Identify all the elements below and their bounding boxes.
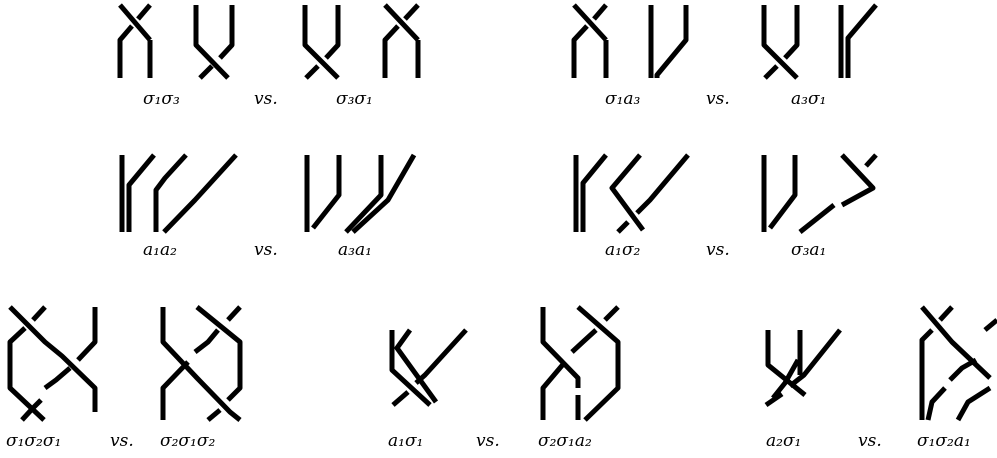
braid-diagram-right — [761, 3, 878, 80]
relation-label-right: σ₃σ₁ — [336, 89, 373, 109]
braid-diagram-left — [573, 153, 690, 234]
braid-diagram-right — [302, 3, 421, 80]
relation-3: a₁σ₂ vs. σ₃a₁ — [573, 153, 878, 260]
vs-label: vs. — [476, 431, 500, 451]
vs-label: vs. — [706, 240, 730, 260]
vs-label: vs. — [254, 240, 278, 260]
braid-diagram-left — [117, 3, 235, 80]
vs-label: vs. — [254, 89, 278, 109]
relation-2: a₁a₂ vs. a₃a₁ — [119, 153, 417, 260]
relation-1: σ₁a₃ vs. a₃σ₁ — [571, 3, 878, 109]
braid-diagram-right — [761, 153, 878, 234]
relation-label-left: a₂σ₁ — [766, 431, 801, 451]
braid-diagram-left — [571, 3, 689, 78]
relation-label-left: σ₁σ₃ — [143, 89, 180, 109]
vs-label: vs. — [110, 431, 134, 451]
braid-diagram-right — [304, 153, 417, 234]
relation-label-left: a₁σ₂ — [605, 240, 641, 260]
relation-label-right: a₃σ₁ — [791, 89, 826, 109]
relation-label-right: a₃a₁ — [338, 240, 372, 260]
relation-0: σ₁σ₃ vs. σ₃σ₁ — [117, 3, 421, 109]
braid-diagram-right — [540, 305, 621, 422]
relation-label-left: σ₁σ₂σ₁ — [6, 431, 61, 451]
braid-diagram-left — [389, 328, 468, 407]
braid-diagram-right — [160, 305, 243, 422]
relation-label-right: σ₃a₁ — [791, 240, 826, 260]
relation-label-left: σ₁a₃ — [605, 89, 641, 109]
relation-label-left: a₁a₂ — [143, 240, 177, 260]
relation-5: a₁σ₁ vs. σ₂σ₁a₂ — [388, 305, 621, 451]
relation-label-right: σ₁σ₂a₁ — [917, 431, 971, 451]
braid-diagram-left — [764, 328, 842, 408]
braid-diagram-right — [919, 305, 997, 422]
relation-6: a₂σ₁ vs. σ₁σ₂a₁ — [764, 305, 997, 451]
relation-label-left: a₁σ₁ — [388, 431, 423, 451]
braid-diagram-left — [119, 153, 238, 234]
relation-4: σ₁σ₂σ₁ vs. σ₂σ₁σ₂ — [6, 305, 243, 451]
vs-label: vs. — [706, 89, 730, 109]
vs-label: vs. — [858, 431, 882, 451]
relation-label-right: σ₂σ₁a₂ — [538, 431, 592, 451]
braid-diagram-left — [7, 305, 98, 422]
relation-label-right: σ₂σ₁σ₂ — [160, 431, 215, 451]
